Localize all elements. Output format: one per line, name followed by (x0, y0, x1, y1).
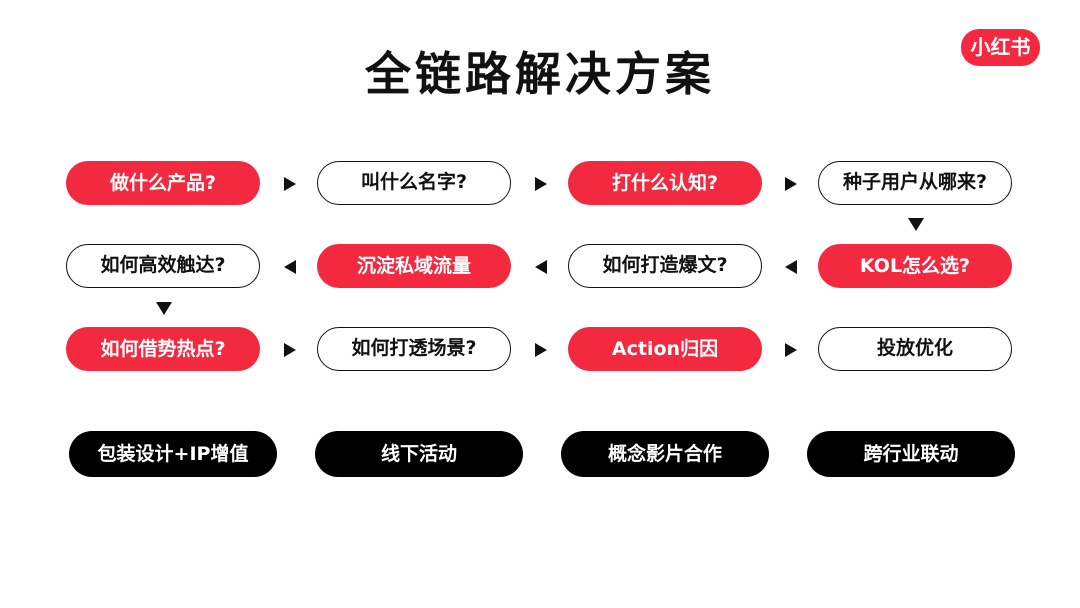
service-pill: 跨行业联动 (807, 431, 1015, 477)
arrow-left-icon (785, 260, 797, 274)
arrow-right-icon (284, 177, 296, 191)
service-pill: 概念影片合作 (561, 431, 769, 477)
step-pill: 叫什么名字? (317, 161, 511, 205)
service-pill: 线下活动 (315, 431, 523, 477)
step-pill: 如何打透场景? (317, 327, 511, 371)
arrow-down-icon (156, 302, 172, 315)
step-pill: Action归因 (568, 327, 762, 371)
arrow-left-icon (535, 260, 547, 274)
arrow-right-icon (284, 343, 296, 357)
arrow-right-icon (535, 343, 547, 357)
xiaohongshu-logo: 小红书 (961, 29, 1040, 66)
step-pill: 如何打造爆文? (568, 244, 762, 288)
step-pill: KOL怎么选? (818, 244, 1012, 288)
service-pill: 包装设计+IP增值 (69, 431, 277, 477)
arrow-right-icon (785, 177, 797, 191)
step-pill: 沉淀私域流量 (317, 244, 511, 288)
step-pill: 如何借势热点? (66, 327, 260, 371)
step-pill: 打什么认知? (568, 161, 762, 205)
step-pill: 如何高效触达? (66, 244, 260, 288)
step-pill: 做什么产品? (66, 161, 260, 205)
step-pill: 种子用户从哪来? (818, 161, 1012, 205)
arrow-right-icon (785, 343, 797, 357)
step-pill: 投放优化 (818, 327, 1012, 371)
page-title: 全链路解决方案 (365, 47, 715, 101)
arrow-left-icon (284, 260, 296, 274)
arrow-right-icon (535, 177, 547, 191)
arrow-down-icon (908, 218, 924, 231)
